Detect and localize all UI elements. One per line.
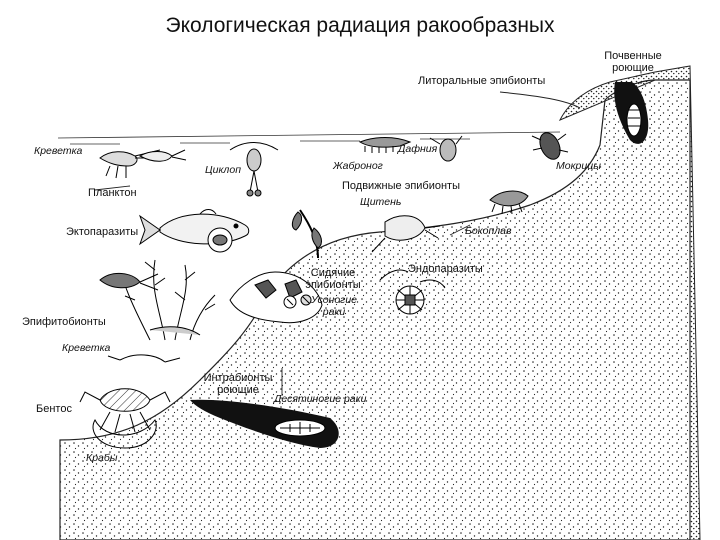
label-epiphytobionts: Эпифитобионты	[22, 316, 106, 328]
woodlice-icon	[532, 130, 568, 163]
label-plankton: Планктон	[88, 187, 137, 199]
label-ectoparasites: Эктопаразиты	[66, 226, 138, 238]
shrimp-epiphyte-icon	[100, 273, 158, 290]
label-soil-burrowers-line1: Почвенные	[588, 50, 678, 62]
diagram-title: Экологическая радиация ракообразных	[0, 14, 720, 38]
shrimp-top-icon	[100, 150, 186, 178]
label-branchiopod: Жаброног	[333, 160, 383, 172]
label-shrimp-bottom: Креветка	[62, 342, 110, 354]
label-daphnia: Дафния	[398, 143, 437, 155]
algae-icon	[125, 260, 215, 340]
label-soil-burrowers: Почвенные роющие	[588, 50, 678, 74]
water-surface	[58, 132, 560, 144]
label-intrabionts-line2: роющие	[198, 384, 278, 396]
shrimp-bottom-icon	[108, 355, 180, 362]
label-littoral-epibionts: Литоральные эпибионты	[418, 75, 545, 87]
label-sessile-epibionts-line2: эпибионты	[298, 279, 368, 291]
label-woodlice: Мокрицы	[556, 160, 601, 172]
littoral-arrow-icon	[500, 92, 580, 108]
label-crabs: Крабы	[86, 452, 118, 464]
label-soil-burrowers-line2: роющие	[588, 62, 678, 74]
label-sessile-epibionts-line1: Сидячие	[298, 267, 368, 279]
label-decapods: Десятиногие раки	[274, 393, 366, 405]
label-shrimp-top: Креветка	[34, 145, 82, 157]
label-cyclops: Циклоп	[205, 164, 241, 176]
label-barnacles-line1: Усоногие	[304, 294, 364, 306]
label-barnacles: Усоногие раки	[304, 294, 364, 318]
label-intrabionts: Интрабионты роющие	[198, 372, 278, 396]
crayfish-icon	[292, 210, 321, 258]
label-intrabionts-line1: Интрабионты	[198, 372, 278, 384]
label-sessile-epibionts: Сидячие эпибионты	[298, 267, 368, 291]
label-tadpole-shrimp: Щитень	[360, 196, 401, 208]
label-amphipods: Бокоплав	[465, 225, 512, 237]
label-benthos: Бентос	[36, 403, 72, 415]
label-mobile-epibionts: Подвижные эпибионты	[342, 180, 460, 192]
label-barnacles-line2: раки	[304, 306, 364, 318]
sea-floor	[60, 80, 690, 540]
fish-louse-icon	[208, 228, 232, 252]
label-endoparasites: Эндопаразиты	[408, 263, 483, 275]
